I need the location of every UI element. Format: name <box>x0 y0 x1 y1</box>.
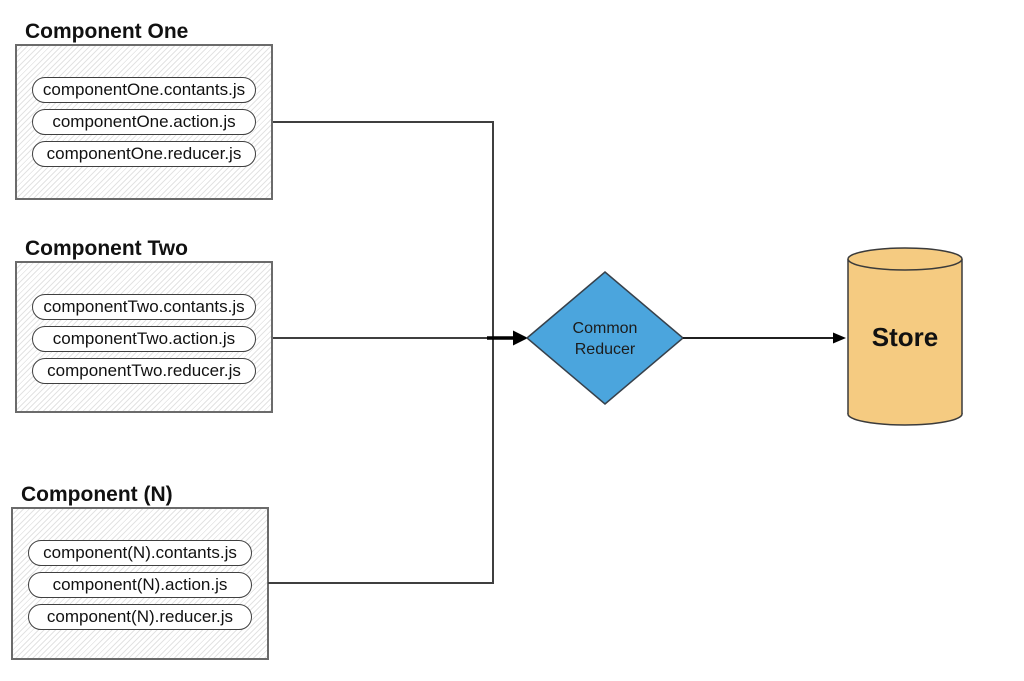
component-n-group: Component (N) component(N).contants.js c… <box>11 483 269 660</box>
component-two-title: Component Two <box>25 237 188 260</box>
component-one-box: componentOne.contants.js componentOne.ac… <box>15 44 273 200</box>
file-pill-componentone-reducer: componentOne.reducer.js <box>32 141 256 167</box>
connector-fork-line <box>268 121 494 584</box>
file-pill-componenttwo-action: componentTwo.action.js <box>32 326 256 352</box>
arrow-to-store-head <box>833 332 846 344</box>
component-one-group: Component One componentOne.contants.js c… <box>15 20 273 200</box>
file-pill-componentn-action: component(N).action.js <box>28 572 252 598</box>
file-pill-componentn-contants: component(N).contants.js <box>28 540 252 566</box>
file-pill-componentn-reducer: component(N).reducer.js <box>28 604 252 630</box>
component-two-box: componentTwo.contants.js componentTwo.ac… <box>15 261 273 413</box>
common-reducer-label: Common Reducer <box>572 320 638 358</box>
component-one-title: Component One <box>25 20 189 43</box>
arrow-to-reducer-head <box>513 330 528 346</box>
component-n-box: component(N).contants.js component(N).ac… <box>11 507 269 660</box>
store-label: Store <box>871 322 939 352</box>
file-pill-componentone-contants: componentOne.contants.js <box>32 77 256 103</box>
file-pill-componenttwo-contants: componentTwo.contants.js <box>32 294 256 320</box>
store-cylinder-top <box>847 247 963 271</box>
file-pill-componentone-action: componentOne.action.js <box>32 109 256 135</box>
component-n-title: Component (N) <box>21 483 173 506</box>
component-two-group: Component Two componentTwo.contants.js c… <box>15 237 273 413</box>
store-cylinder-bottom <box>847 402 963 426</box>
file-pill-componenttwo-reducer: componentTwo.reducer.js <box>32 358 256 384</box>
